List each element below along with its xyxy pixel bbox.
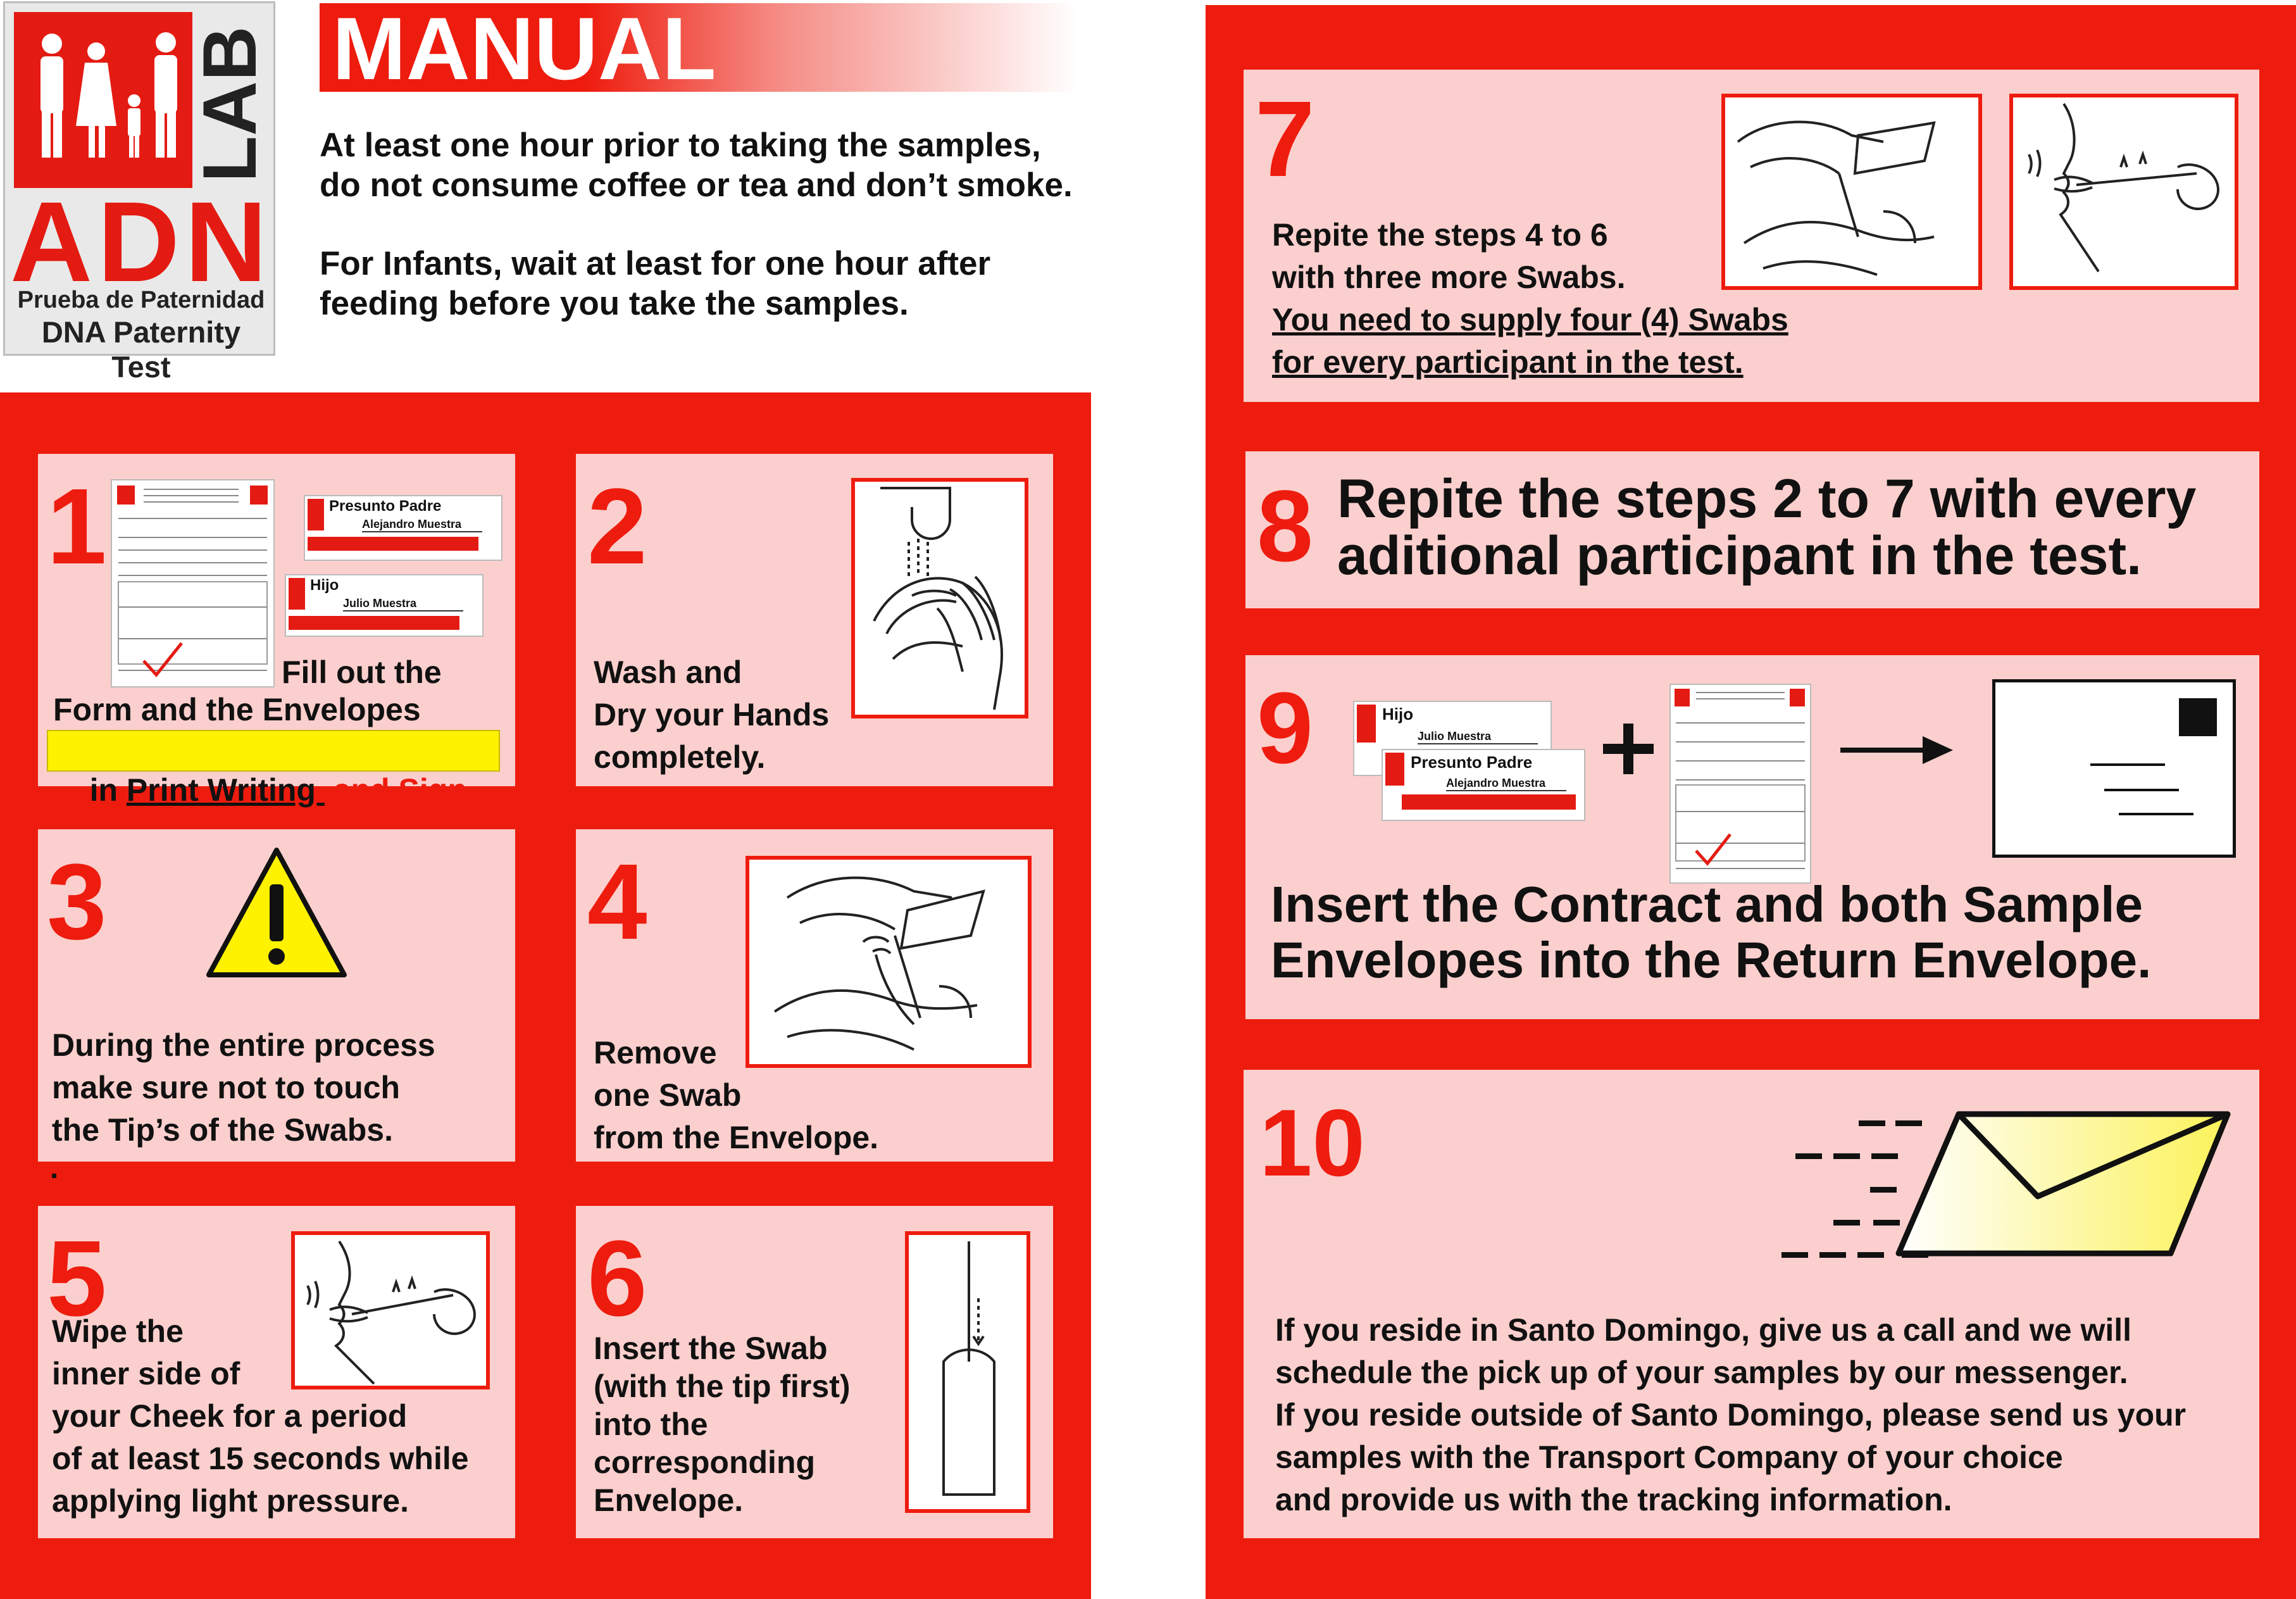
remove-swab-image <box>746 856 1032 1068</box>
step-5-text-b: your Cheek for a period of at least 15 s… <box>52 1398 469 1519</box>
envelope-padre: Presunto Padre Alejandro Muestra <box>304 495 502 561</box>
envelope-title: Presunto Padre <box>1411 753 1533 772</box>
wash-hands-image <box>851 478 1028 718</box>
step-4-text: Remove one Swab from the Envelope. <box>594 1035 879 1155</box>
manual-banner <box>320 3 1079 92</box>
family-icon <box>41 32 177 158</box>
swab-pair-image-1 <box>1721 94 1982 290</box>
step-7-text: Repite the steps 4 to 6 with three more … <box>1272 217 1626 295</box>
envelope-title: Hijo <box>310 577 339 594</box>
step-10-card: 10 If you reside in Santo Domingo, give … <box>1244 1070 2259 1538</box>
address-line <box>2119 813 2193 815</box>
step-9-card: 9 Hijo Julio Muestra Presunto Padre Alej… <box>1245 655 2259 1019</box>
insert-swab-image <box>905 1231 1030 1513</box>
envelope-title: Hijo <box>1382 705 1414 724</box>
envelope-logo <box>1357 705 1376 743</box>
step-number: 3 <box>47 842 107 962</box>
logo-lab-text: LAB <box>187 26 272 183</box>
envelope-title: Presunto Padre <box>329 498 442 515</box>
envelope-name: Julio Muestra <box>343 597 463 611</box>
step-1-card: 1 Presunto Padre Alejandro Muestra Hijo … <box>38 454 515 808</box>
envelope-logo <box>289 578 305 610</box>
plus-icon <box>1603 724 1654 774</box>
logo-line2: DNA Paternity Test <box>41 315 241 384</box>
step-number: 9 <box>1257 671 1313 784</box>
logo: LAB ADN Prueba de Paternidad DNA Paterni… <box>3 1 275 384</box>
logo-line1: Prueba de Paternidad <box>17 287 265 313</box>
logo-family-box <box>14 12 192 188</box>
swab-pair-image-2 <box>2009 94 2238 290</box>
step-7-underline-text: You need to supply four (4) Swabs for ev… <box>1272 302 1788 380</box>
intro-text-2: For Infants, wait at least for one hour … <box>320 245 991 322</box>
step-3-text: During the entire process make sure not … <box>52 1027 435 1148</box>
step-number: 4 <box>587 842 647 962</box>
mail-envelope-icon <box>1781 1111 2231 1258</box>
step-number: 5 <box>47 1219 107 1339</box>
step-number: 2 <box>587 467 647 587</box>
envelope-stripe <box>1402 794 1576 810</box>
step-8-text: Repite the steps 2 to 7 with every aditi… <box>1337 468 2197 586</box>
step-5-text-a: Wipe the inner side of <box>52 1314 240 1391</box>
envelope-hijo: Hijo Julio Muestra <box>285 574 484 637</box>
envelope-logo <box>1385 753 1404 786</box>
contract-form-image <box>111 479 275 687</box>
address-line <box>2104 789 2179 791</box>
cheek-swab-image <box>291 1231 490 1389</box>
contract-form-image <box>1669 684 1811 884</box>
step-6-card: 6 Insert the Swab (with the tip first) i… <box>576 1206 1053 1538</box>
highlight-print-writing: Print Writing <box>126 772 325 808</box>
step-6-text: Insert the Swab (with the tip first) int… <box>594 1331 851 1518</box>
step-1-text-b: Form and the Envelopes <box>53 692 421 727</box>
step-10-text: If you reside in Santo Domingo, give us … <box>1275 1312 2187 1517</box>
arrow-right-icon <box>1840 736 1953 764</box>
step-number: 10 <box>1259 1089 1365 1196</box>
address-line <box>2090 763 2165 766</box>
highlight-sign: and Sign. <box>324 772 476 808</box>
step-7-card: 7 Repite the steps 4 to 6 with three mor… <box>1244 70 2259 402</box>
logo-adn-text: ADN <box>10 179 272 306</box>
step-2-text: Wash and Dry your Hands completely. <box>594 655 830 775</box>
intro-text-1: At least one hour prior to taking the sa… <box>320 127 1073 204</box>
envelope-stripe <box>308 537 478 551</box>
envelope-name: Julio Muestra <box>1418 730 1538 744</box>
step-1-highlight: in Print Writing and Sign. <box>47 730 500 808</box>
stray-dot <box>52 1174 56 1178</box>
envelope-logo <box>308 499 324 530</box>
highlight-in: in <box>89 772 127 808</box>
step-8-card: 8 Repite the steps 2 to 7 with every adi… <box>1245 451 2259 608</box>
step-2-card: 2 Wash and Dry your Hands completely. <box>576 454 1053 786</box>
step-number: 6 <box>587 1219 647 1339</box>
envelope-padre: Presunto Padre Alejandro Muestra <box>1382 749 1585 821</box>
step-1-text-a: Fill out the <box>282 655 442 690</box>
step-number: 7 <box>1255 79 1315 199</box>
step-number: 8 <box>1257 469 1313 582</box>
stamp <box>2179 698 2217 736</box>
step-4-card: 4 Remove one Swab from the Envelope. <box>576 829 1053 1162</box>
envelope-name: Alejandro Muestra <box>362 518 482 532</box>
step-3-card: 3 During the entire process make sure no… <box>38 829 515 1162</box>
step-9-text: Insert the Contract and both Sample Enve… <box>1271 876 2152 988</box>
warning-icon <box>206 848 347 977</box>
envelope-stripe <box>289 616 459 630</box>
page-title: MANUAL <box>332 0 716 98</box>
return-envelope-image <box>1992 679 2236 858</box>
step-5-card: 5 Wipe the inner side of your Cheek for … <box>38 1206 515 1538</box>
envelope-name: Alejandro Muestra <box>1446 777 1566 791</box>
step-number: 1 <box>47 467 107 587</box>
